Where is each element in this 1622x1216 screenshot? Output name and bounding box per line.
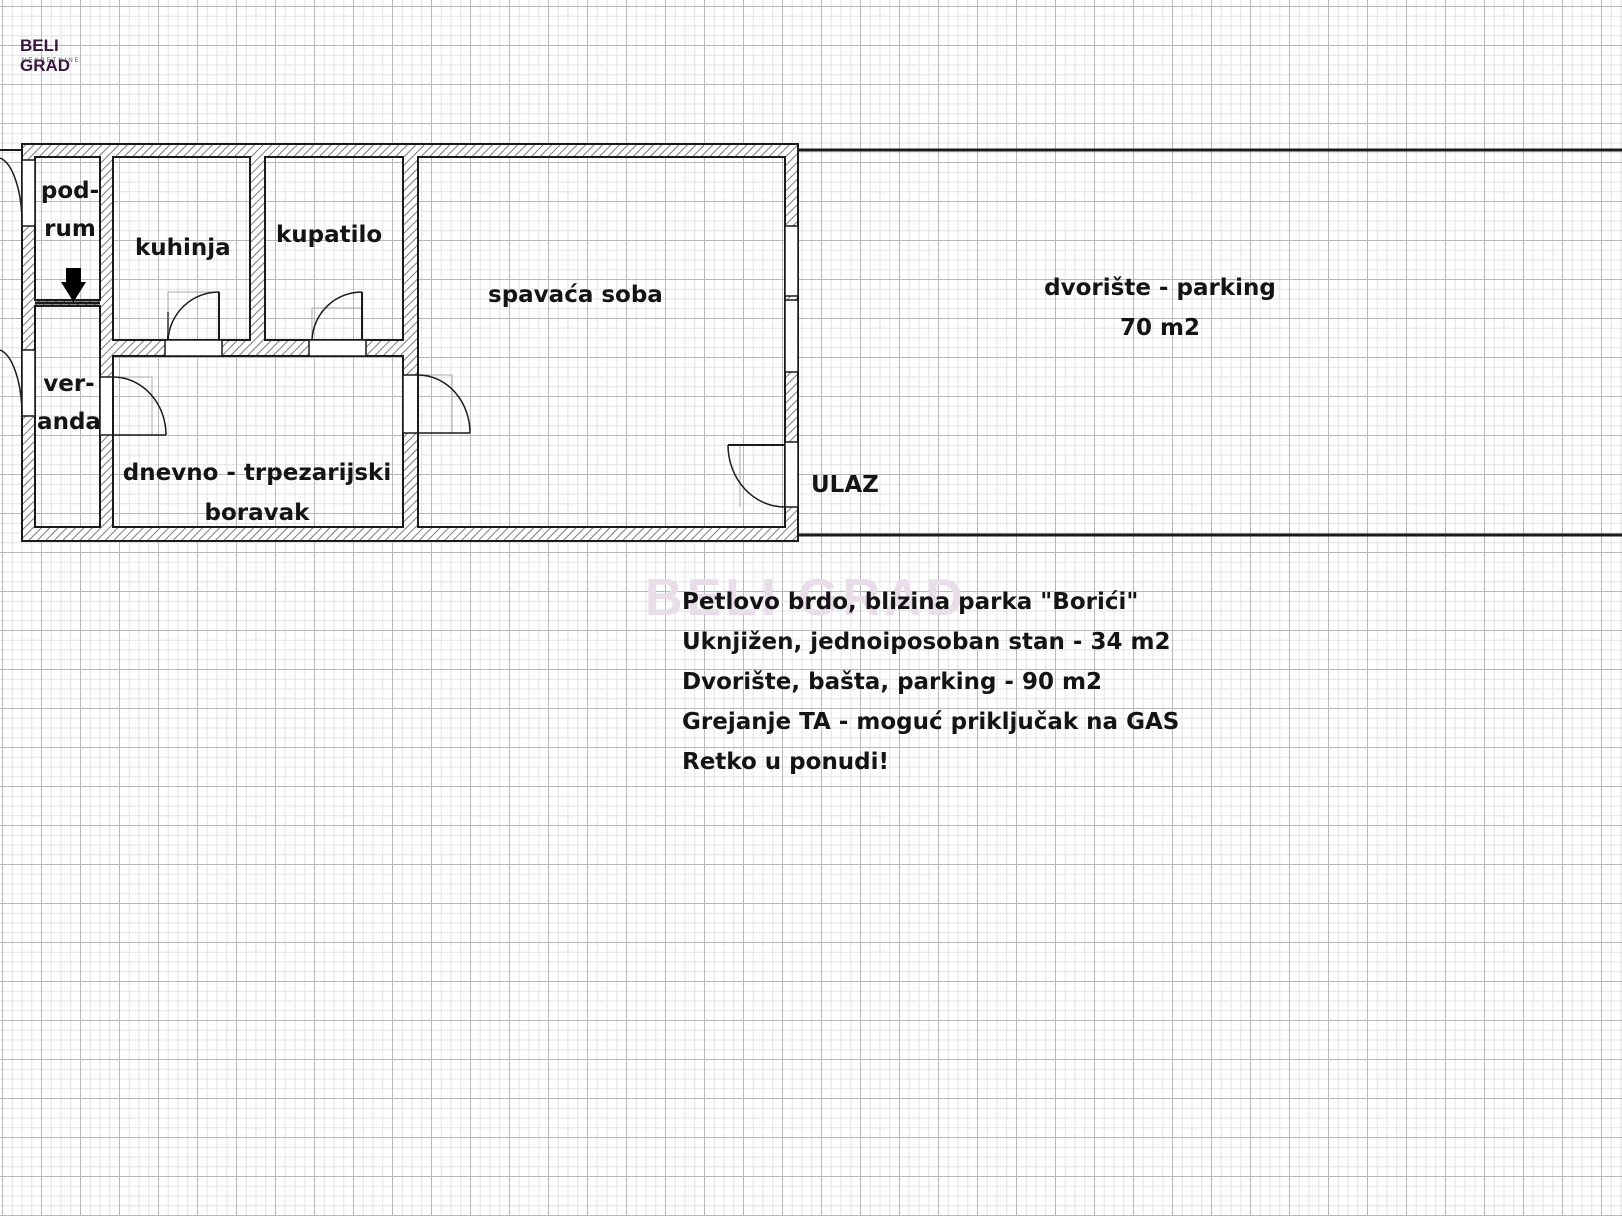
room-label-kupatilo: kupatilo bbox=[276, 222, 383, 248]
entrance-door bbox=[727, 441, 799, 508]
bedroom-door bbox=[402, 374, 471, 434]
info-line-rare: Retko u ponudi! bbox=[682, 749, 890, 775]
logo-text: BELI GRAD bbox=[20, 36, 71, 75]
info-line-apartment: Uknjižen, jednoiposoban stan - 34 m2 bbox=[682, 629, 1171, 655]
info-line-yard: Dvorište, bašta, parking - 90 m2 bbox=[682, 669, 1102, 695]
walls bbox=[21, 143, 799, 542]
listing-info: Petlovo brdo, blizina parka "Borići" Ukn… bbox=[682, 582, 1179, 782]
kuhinja-door bbox=[164, 291, 223, 357]
kupatilo-door bbox=[308, 291, 367, 357]
room-label-dvoriste: dvorište - parking 70 m2 bbox=[1044, 275, 1276, 341]
info-line-location: Petlovo brdo, blizina parka "Borići" bbox=[682, 589, 1139, 615]
entrance-label: ULAZ bbox=[811, 472, 879, 498]
watermark: BELI GRAD bbox=[645, 569, 967, 627]
logo-tagline: NEKRETNINE bbox=[22, 58, 81, 64]
brand-logo: BELI GRAD NEKRETNINE bbox=[20, 22, 110, 75]
room-label-spavaca-soba: spavaća soba bbox=[488, 282, 663, 308]
room-label-dnevni-boravak: dnevno - trpezarijski boravak bbox=[122, 460, 392, 526]
stairs-arrow-icon bbox=[61, 268, 86, 302]
veranda-door bbox=[99, 376, 167, 436]
room-label-veranda: ver- anda bbox=[37, 371, 101, 435]
room-label-kuhinja: kuhinja bbox=[135, 235, 231, 261]
room-label-podrum: pod- rum bbox=[40, 178, 100, 242]
info-line-heating: Grejanje TA - moguć priključak na GAS bbox=[682, 709, 1180, 735]
